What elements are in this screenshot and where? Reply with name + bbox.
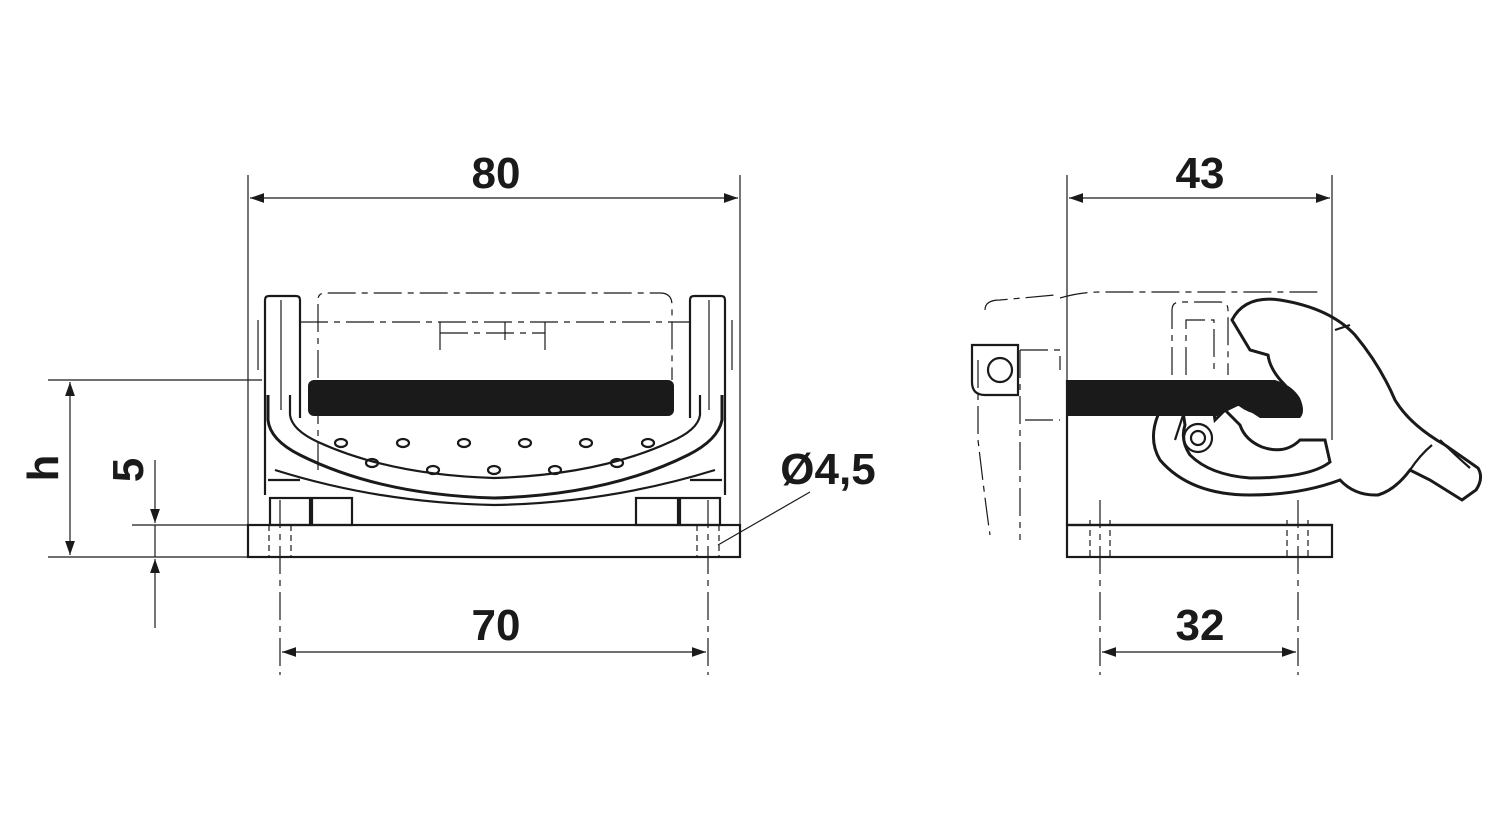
dim-label-side-width: 43 (1176, 149, 1225, 198)
dim-label-front-width: 80 (472, 149, 521, 198)
locking-lever-side (1152, 297, 1483, 502)
front-view: 80 (19, 149, 876, 675)
dim-label-mount-spacing-side: 32 (1176, 601, 1225, 650)
side-view: 43 32 (970, 149, 1483, 675)
dim-label-mount-spacing-front: 70 (472, 601, 521, 650)
seal-strip-side (1067, 380, 1217, 416)
dim-label-hole-diameter: Ø4,5 (780, 445, 875, 494)
seal-strip-front (308, 380, 674, 416)
dim-label-flange: 5 (104, 458, 153, 482)
lever-dots (333, 437, 656, 476)
dim-label-height: h (19, 455, 68, 482)
